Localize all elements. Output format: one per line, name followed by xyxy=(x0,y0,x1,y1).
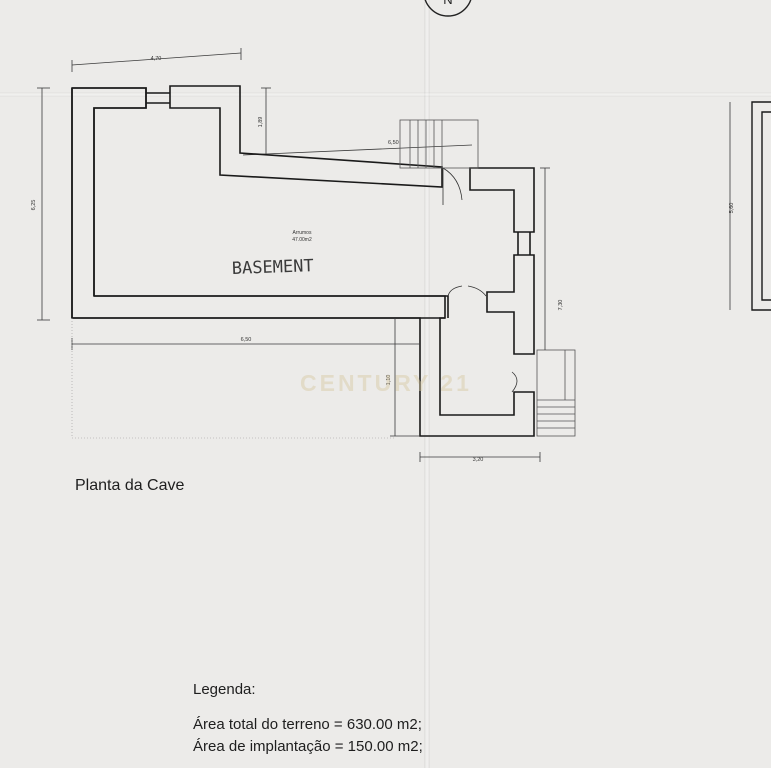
dim-top-width xyxy=(71,48,242,72)
room-name-label: Arrumos xyxy=(293,230,312,236)
plan-title: Planta da Cave xyxy=(75,477,185,494)
right-plan-height-label: 5,60 xyxy=(729,203,735,214)
dim-upper-span xyxy=(242,144,473,156)
terrain-boundary xyxy=(71,318,395,439)
dim-bottom-right-width xyxy=(419,452,541,462)
dim-bottom-right-width-label: 3,20 xyxy=(473,457,484,463)
lower-stairs xyxy=(536,349,576,437)
adjacent-plan-fragment xyxy=(729,101,771,311)
legend-title: Legenda: xyxy=(193,681,256,698)
dim-right-height xyxy=(540,167,550,350)
north-label: N xyxy=(443,0,452,7)
legend-line-implantation: Área de implantação = 150.00 m2; xyxy=(193,738,423,755)
room-area-label: 47.00m2 xyxy=(292,237,312,243)
paper-fold-vertical xyxy=(424,0,430,768)
dim-small-height-label: 1,10 xyxy=(386,375,392,386)
door-swings xyxy=(442,167,518,393)
dim-lower-span-label: 6,50 xyxy=(241,337,252,343)
upper-stairs xyxy=(399,119,479,169)
dim-left-height-label: 6,25 xyxy=(31,200,37,211)
dim-right-height-label: 7,30 xyxy=(558,300,564,311)
legend-line-terrain: Área total do terreno = 630.00 m2; xyxy=(193,716,422,733)
dim-upper-span-label: 6,50 xyxy=(388,140,399,146)
dim-small-height xyxy=(390,318,420,437)
north-arrow: N xyxy=(424,0,472,17)
dim-top-width-label: 4,70 xyxy=(151,56,162,62)
paper-fold-horizontal xyxy=(0,92,771,97)
dim-left-height xyxy=(37,87,50,321)
handwritten-basement-label: BASEMENT xyxy=(231,256,314,279)
watermark: CENTURY 21 xyxy=(300,370,472,396)
basement-walls xyxy=(71,85,535,437)
dim-notch-height-label: 1,89 xyxy=(258,117,264,128)
dim-notch-height xyxy=(261,87,271,155)
